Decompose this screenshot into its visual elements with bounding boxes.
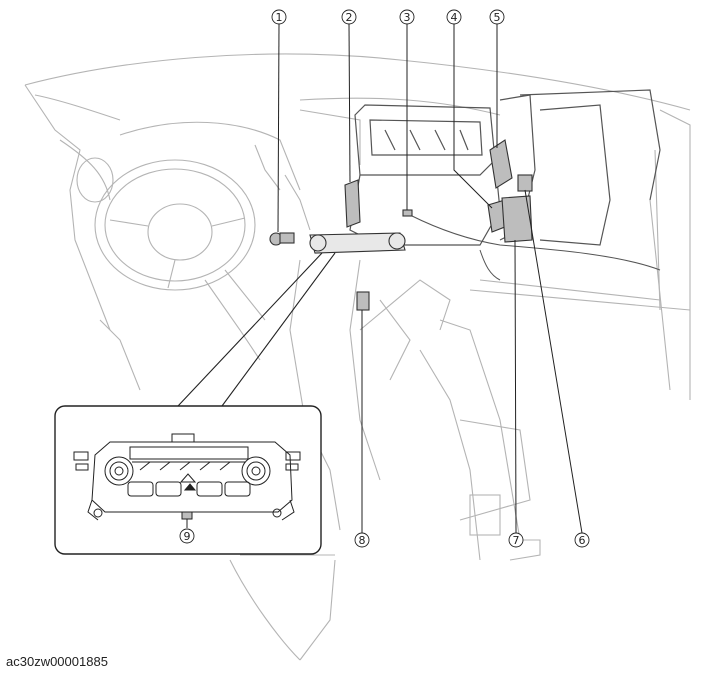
component-7 xyxy=(501,195,533,243)
component-3 xyxy=(402,209,413,217)
svg-text:3: 3 xyxy=(404,11,411,24)
component-6 xyxy=(517,174,533,192)
callout-9: 9 xyxy=(179,528,195,544)
component-2 xyxy=(344,179,361,228)
zoom-lines xyxy=(177,252,336,407)
callout-labels: 1 2 3 4 5 6 7 8 xyxy=(179,9,590,548)
inset-box xyxy=(54,405,322,555)
climate-control-panel xyxy=(73,433,301,527)
component-8 xyxy=(356,291,370,311)
component-5 xyxy=(489,139,513,189)
callout-6: 6 xyxy=(574,532,590,548)
callout-7: 7 xyxy=(508,532,524,548)
highlighted-components xyxy=(269,139,533,311)
svg-text:6: 6 xyxy=(579,534,586,547)
hvac-unit xyxy=(349,89,661,281)
svg-text:2: 2 xyxy=(346,11,353,24)
svg-text:5: 5 xyxy=(494,11,501,24)
callout-1: 1 xyxy=(271,9,287,25)
callout-2: 2 xyxy=(341,9,357,25)
svg-text:4: 4 xyxy=(451,11,458,24)
callout-4: 4 xyxy=(446,9,462,25)
callout-3: 3 xyxy=(399,9,415,25)
svg-text:8: 8 xyxy=(359,534,366,547)
svg-text:7: 7 xyxy=(513,534,520,547)
leader-lines xyxy=(186,23,583,534)
svg-text:1: 1 xyxy=(276,11,283,24)
svg-text:9: 9 xyxy=(184,530,191,543)
figure-caption: ac30zw00001885 xyxy=(6,654,108,669)
climate-panel-small xyxy=(309,232,406,254)
dashboard-outline xyxy=(24,53,691,661)
callout-8: 8 xyxy=(354,532,370,548)
component-1 xyxy=(269,232,295,246)
callout-5: 5 xyxy=(489,9,505,25)
